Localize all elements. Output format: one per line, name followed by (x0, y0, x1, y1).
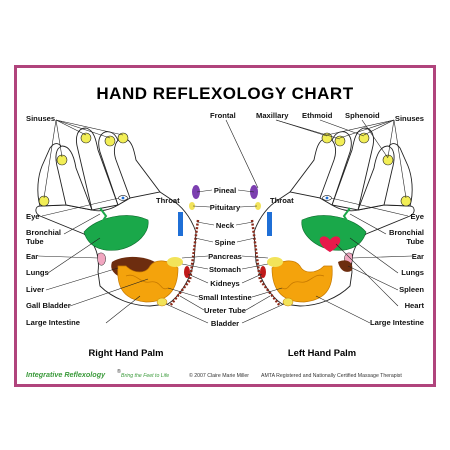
kidney-icon (184, 266, 190, 278)
leader-line (56, 120, 86, 135)
caption-left-hand: Left Hand Palm (288, 347, 356, 358)
kidney-icon (260, 266, 266, 278)
label-kidneys: Kidneys (210, 279, 240, 288)
bladder-icon (283, 298, 293, 306)
leader-line (226, 120, 258, 188)
leader-line (348, 266, 398, 290)
caption-right-hand: Right Hand Palm (88, 347, 163, 358)
leader-line (352, 256, 412, 258)
label-pineal: Pineal (214, 186, 236, 195)
label-ear-left: Ear (26, 252, 38, 261)
right-hand-palm (36, 128, 200, 306)
label-large-intestine-left: Large Intestine (26, 318, 80, 327)
label-neck: Neck (216, 221, 235, 230)
label-lungs-right: Lungs (401, 268, 424, 277)
sinus-dot (335, 136, 345, 146)
label-sinuses-right: Sinuses (395, 114, 424, 123)
label-sphenoid: Sphenoid (345, 111, 380, 120)
left-hand-palm (250, 128, 414, 306)
throat-icon (178, 212, 183, 236)
label-eye-left: Eye (26, 212, 40, 221)
leader-line (236, 222, 253, 225)
label-heart-right: Heart (405, 301, 425, 310)
footer-tagline: Bring the Feet to Life (121, 373, 169, 379)
label-bronchial-left-1: Bronchial (26, 228, 61, 237)
label-lungs-left: Lungs (26, 268, 49, 277)
leader-line (166, 304, 208, 323)
label-throat-left: Throat (156, 196, 180, 205)
footer-brand: Integrative Reflexology (26, 370, 106, 379)
label-stomach: Stomach (209, 265, 241, 274)
label-bronchial-left-2: Tube (26, 237, 44, 246)
leader-line (316, 296, 370, 323)
label-large-intestine-right: Large Intestine (370, 318, 424, 327)
stomach-icon (267, 257, 283, 267)
ear-icon (97, 253, 105, 265)
eye-iris (326, 197, 329, 200)
leader-line (242, 304, 284, 323)
throat-icon (267, 212, 272, 236)
leader-line (38, 256, 98, 258)
bladder-icon (157, 298, 167, 306)
sinus-dot (81, 133, 91, 143)
leader-line (48, 238, 100, 273)
label-bladder: Bladder (211, 319, 239, 328)
label-bronchial-right-2: Tube (406, 237, 424, 246)
label-small-intestine: Small Intestine (198, 293, 252, 302)
label-eye-right: Eye (410, 212, 424, 221)
label-gallbladder-left: Gall Bladder (26, 301, 71, 310)
label-throat-right: Throat (270, 196, 294, 205)
leader-line (240, 206, 257, 207)
label-maxillary: Maxillary (256, 111, 289, 120)
footer: Integrative Reflexology ® Bring the Feet… (26, 368, 402, 379)
leader-line (195, 238, 213, 242)
stomach-icon (167, 257, 183, 267)
label-spine: Spine (215, 238, 236, 247)
footer-credentials: AMTA Registered and Nationally Certified… (261, 373, 402, 379)
eye-iris (122, 197, 125, 200)
leader-line (237, 238, 255, 242)
label-pituitary: Pituitary (210, 203, 241, 212)
label-sinuses-left: Sinuses (26, 114, 55, 123)
label-ureter-tube: Ureter Tube (204, 306, 246, 315)
label-spleen-right: Spleen (399, 285, 424, 294)
label-frontal: Frontal (210, 111, 236, 120)
label-pancreas: Pancreas (208, 252, 242, 261)
leader-line (193, 206, 210, 207)
center-labels: Pineal Pituitary Neck Spine Pancreas Sto… (198, 186, 252, 328)
label-ethmoid: Ethmoid (302, 111, 333, 120)
sinus-dot (105, 136, 115, 146)
leader-line (276, 120, 340, 139)
label-liver-left: Liver (26, 285, 44, 294)
leader-line (197, 222, 214, 225)
label-bronchial-right-1: Bronchial (389, 228, 424, 237)
leader-line (364, 120, 394, 135)
footer-copyright: © 2007 Claire Marie Miller (189, 372, 249, 379)
chart-title: HAND REFLEXOLOGY CHART (96, 84, 353, 103)
leader-line (350, 238, 398, 273)
label-ear-right: Ear (412, 252, 424, 261)
